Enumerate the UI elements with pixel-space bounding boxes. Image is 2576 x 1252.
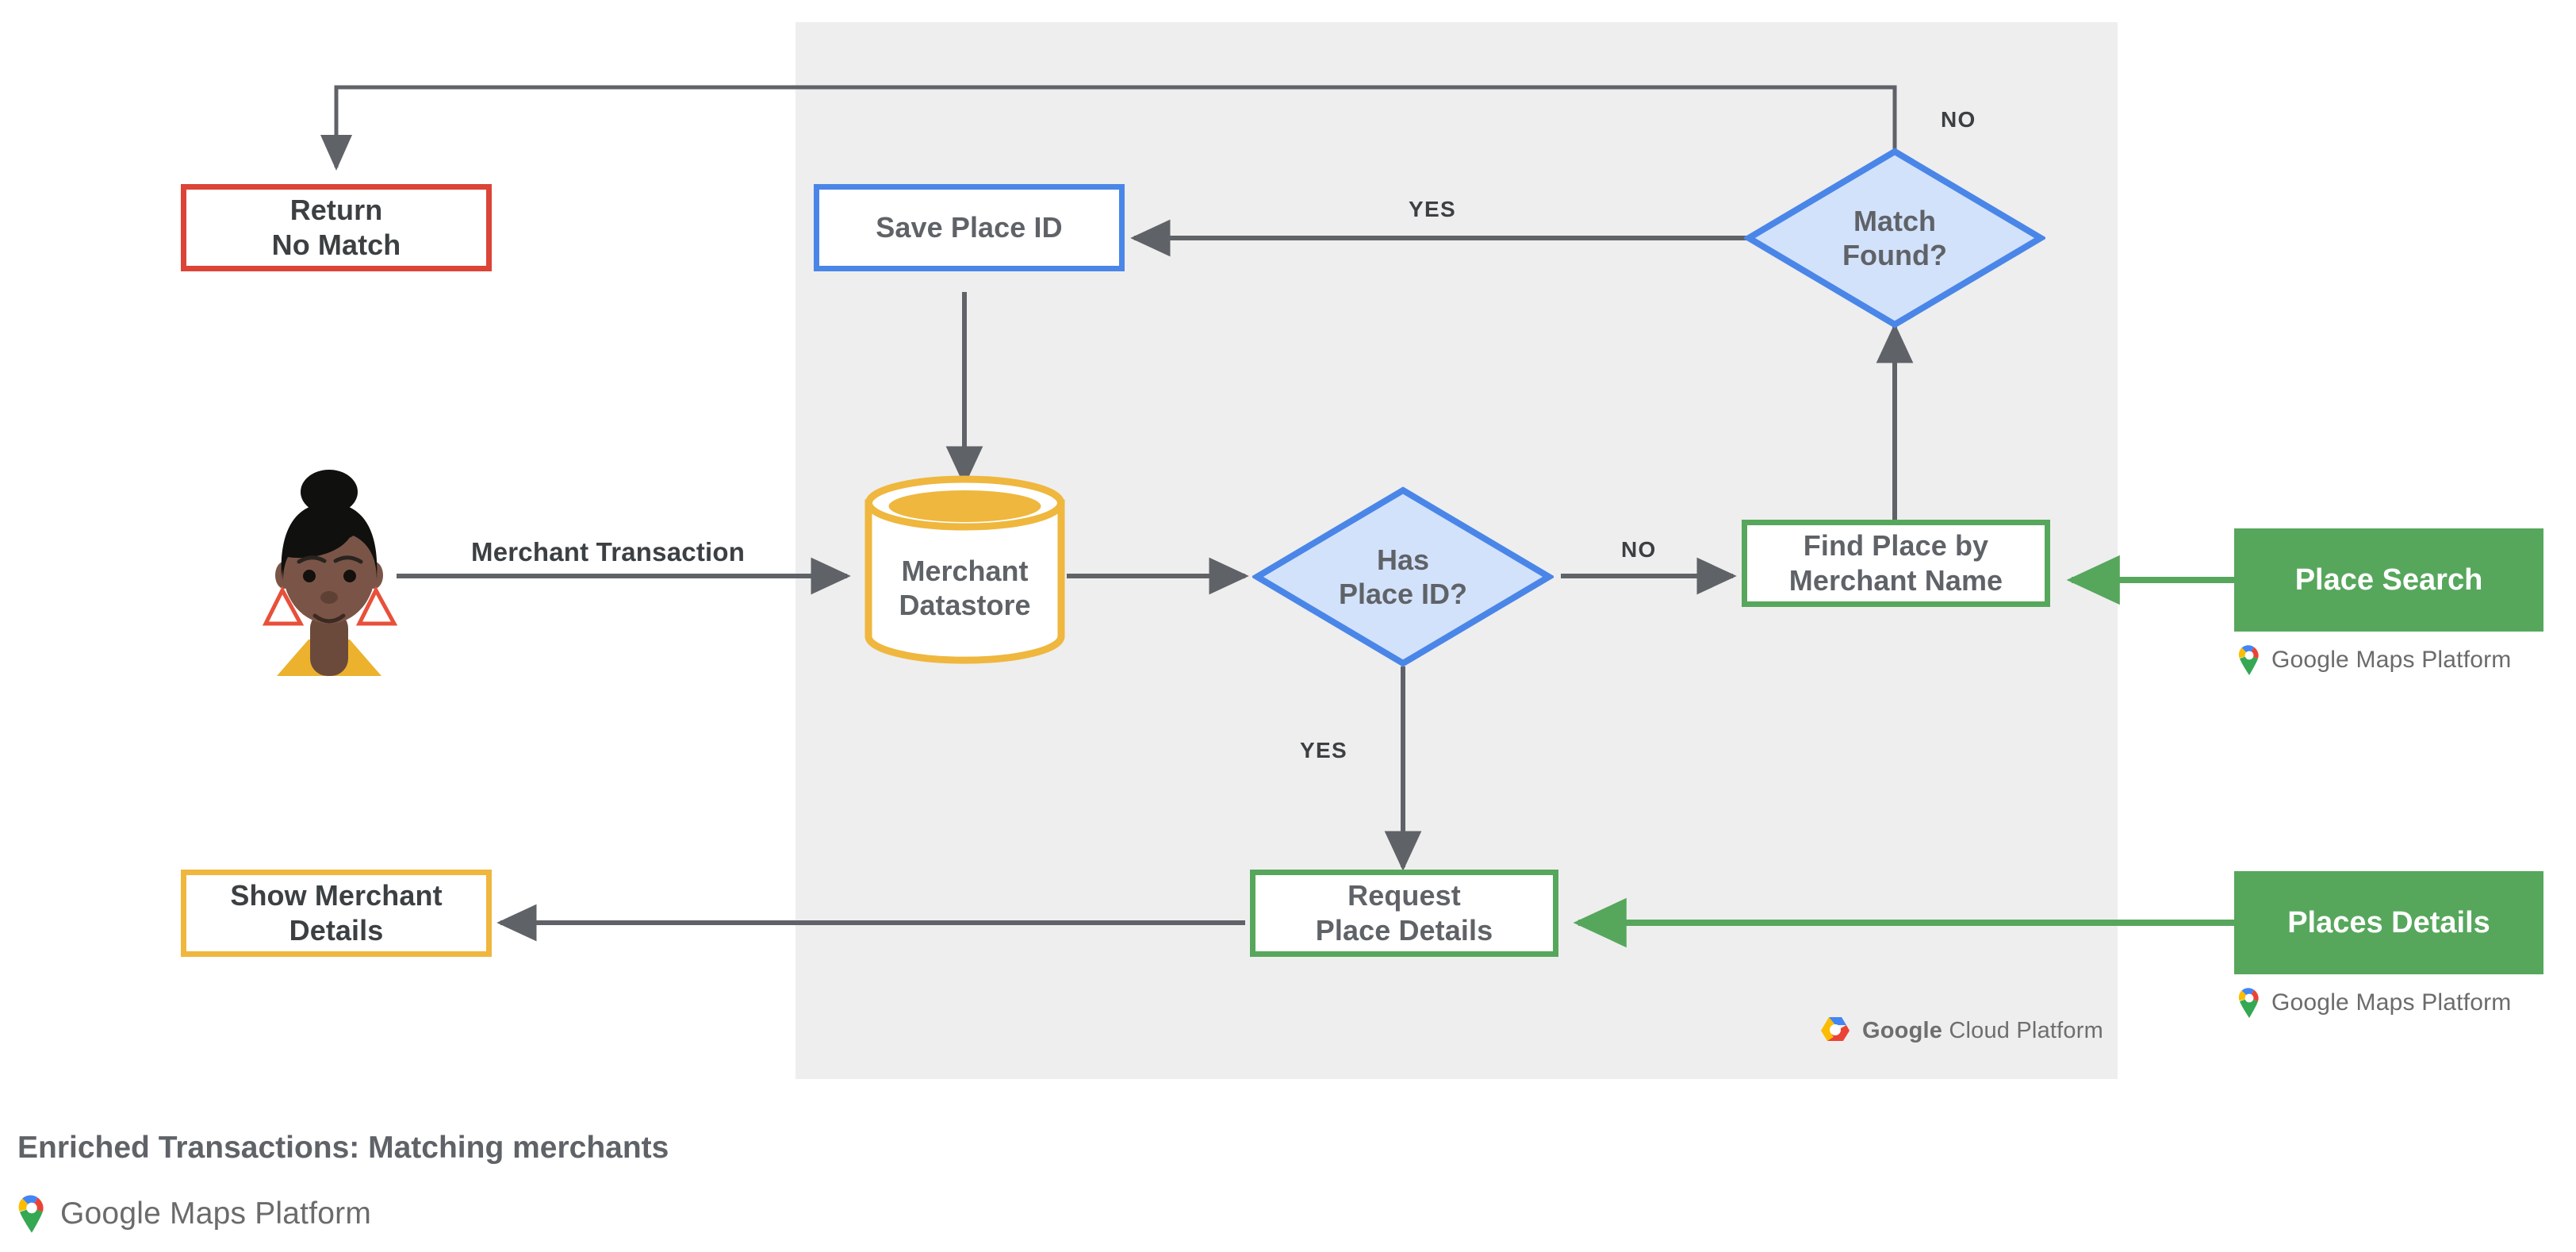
gmp-logo-places-details: Google Maps Platform	[2237, 987, 2512, 1019]
node-has-place-id-label: Has Place ID?	[1338, 543, 1468, 610]
google-maps-pin-icon	[2238, 645, 2259, 675]
gmp-logo-text-places-details: Google Maps Platform	[2271, 989, 2512, 1016]
node-save-place-id[interactable]: Save Place ID	[814, 184, 1125, 271]
datastore-cylinder-shape	[864, 475, 1065, 664]
node-request-place-details[interactable]: Request Place Details	[1250, 870, 1558, 957]
gmp-logo-text-place-search: Google Maps Platform	[2271, 647, 2512, 673]
google-cloud-platform-logo-text: Google Cloud Platform	[1862, 1017, 2103, 1043]
node-merchant-datastore-label: Merchant Datastore	[899, 555, 1031, 622]
node-has-place-id[interactable]: Has Place ID?	[1251, 486, 1555, 668]
google-cloud-platform-logo: Google Cloud Platform	[1819, 1016, 2103, 1046]
customer-avatar	[258, 468, 401, 682]
avatar-illustration	[262, 470, 398, 676]
node-save-place-id-label: Save Place ID	[876, 211, 1063, 244]
gmp-logo-place-search: Google Maps Platform	[2237, 644, 2512, 676]
node-return-no-match[interactable]: Return No Match	[181, 184, 492, 271]
edge-label-has-place-id-yes: YES	[1300, 738, 1347, 762]
node-merchant-datastore[interactable]: Merchant Datastore	[862, 474, 1068, 665]
footer-logo-text: Google Maps Platform	[60, 1196, 372, 1231]
footer-google-maps-platform-logo: Google Maps Platform	[16, 1194, 371, 1234]
node-return-no-match-label: Return No Match	[271, 194, 401, 261]
node-match-found-label: Match Found?	[1842, 204, 1947, 271]
google-maps-pin-icon	[18, 1195, 44, 1233]
product-places-details[interactable]: Places Details	[2234, 871, 2543, 974]
edge-match-found-no	[320, 85, 1897, 171]
edge-label-match-found-no: NO	[1941, 107, 1976, 132]
node-show-merchant-details[interactable]: Show Merchant Details	[181, 870, 492, 957]
has-place-id-diamond-shape	[1251, 486, 1555, 667]
node-find-place-label: Find Place by Merchant Name	[1788, 529, 2003, 597]
node-find-place-by-merchant-name[interactable]: Find Place by Merchant Name	[1742, 520, 2050, 607]
google-maps-pin-icon	[2238, 988, 2259, 1018]
edge-label-match-found-yes: YES	[1409, 197, 1456, 221]
product-place-search-label: Place Search	[2294, 563, 2483, 597]
product-places-details-label: Places Details	[2287, 905, 2490, 939]
node-show-merchant-details-label: Show Merchant Details	[230, 879, 443, 947]
node-request-place-details-label: Request Place Details	[1315, 879, 1493, 947]
edge-label-merchant-transaction: Merchant Transaction	[471, 537, 746, 566]
google-cloud-hexagon-icon	[1821, 1017, 1850, 1041]
edge-label-has-place-id-no: NO	[1621, 537, 1657, 562]
node-match-found[interactable]: Match Found?	[1742, 147, 2047, 329]
product-place-search[interactable]: Place Search	[2234, 528, 2543, 632]
diagram-title: Enriched Transactions: Matching merchant…	[17, 1131, 669, 1165]
match-found-diamond-shape	[1742, 148, 2047, 328]
